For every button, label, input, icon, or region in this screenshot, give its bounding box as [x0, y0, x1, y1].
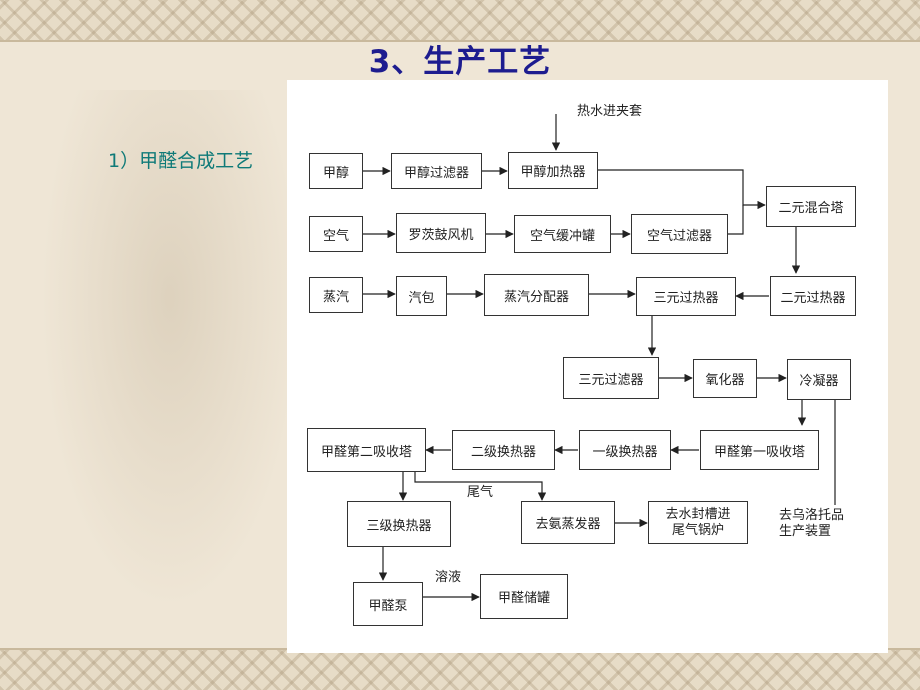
node-air-filter: 空气过滤器: [631, 214, 728, 254]
node-steam-distributor: 蒸汽分配器: [484, 274, 589, 316]
node-methanol-filter: 甲醇过滤器: [391, 153, 482, 189]
node-air: 空气: [309, 216, 363, 252]
arrow-airfilter-to-mix: [728, 205, 744, 235]
node-methanal-pump: 甲醛泵: [353, 582, 423, 626]
label-urotropine-line2: 生产装置: [779, 524, 832, 539]
slide-title: 3、生产工艺: [368, 44, 552, 80]
top-border-band: [0, 0, 920, 42]
arrow-tail-gas-to-evaporator: [414, 472, 547, 501]
node-steam: 蒸汽: [309, 277, 363, 313]
node-absorber-2: 甲醛第二吸收塔: [307, 428, 426, 472]
label-urotropine-line1: 去乌洛托品: [779, 508, 845, 523]
node-condenser: 冷凝器: [787, 359, 851, 400]
node-heat-exchanger-1: 一级换热器: [579, 430, 671, 470]
node-ammonia-evaporator: 去氨蒸发器: [521, 501, 615, 544]
node-binary-superheater: 二元过热器: [770, 276, 856, 316]
node-water-seal-boiler: 去水封槽进 尾气锅炉: [648, 501, 748, 544]
node-methanal-tank: 甲醛储罐: [480, 574, 568, 619]
node-water-seal-boiler-line1: 去水封槽进: [665, 506, 731, 522]
flow-arrows: [363, 114, 836, 602]
arrow-heater-to-mix: [598, 169, 766, 210]
node-air-buffer-tank: 空气缓冲罐: [514, 215, 611, 253]
node-binary-mix-tower: 二元混合塔: [766, 186, 856, 227]
bottom-border-band: [0, 648, 920, 690]
node-absorber-1: 甲醛第一吸收塔: [700, 430, 819, 470]
node-heat-exchanger-2: 二级换热器: [452, 430, 555, 470]
label-urotropine-plant: 去乌洛托品 生产装置: [779, 508, 844, 540]
node-oxidizer: 氧化器: [693, 359, 757, 398]
node-methanol: 甲醇: [309, 153, 363, 189]
background-calligraphy-watermark: [40, 90, 300, 610]
node-steam-drum: 汽包: [396, 276, 447, 316]
node-ternary-superheater: 三元过热器: [636, 277, 736, 316]
label-tail-gas: 尾气: [467, 485, 494, 500]
node-methanol-heater: 甲醇加热器: [508, 152, 598, 189]
label-hot-water-in: 热水进夹套: [577, 104, 643, 119]
node-heat-exchanger-3: 三级换热器: [347, 501, 451, 547]
node-roots-blower: 罗茨鼓风机: [396, 213, 486, 253]
node-ternary-filter: 三元过滤器: [563, 357, 659, 399]
node-water-seal-boiler-line2: 尾气锅炉: [671, 522, 724, 538]
slide-subtitle: 1）甲醛合成工艺: [108, 150, 254, 172]
process-flow-diagram: 甲醇 甲醇过滤器 甲醇加热器 空气 罗茨鼓风机 空气缓冲罐 空气过滤器 二元混合…: [287, 80, 888, 653]
label-solution: 溶液: [435, 570, 462, 585]
